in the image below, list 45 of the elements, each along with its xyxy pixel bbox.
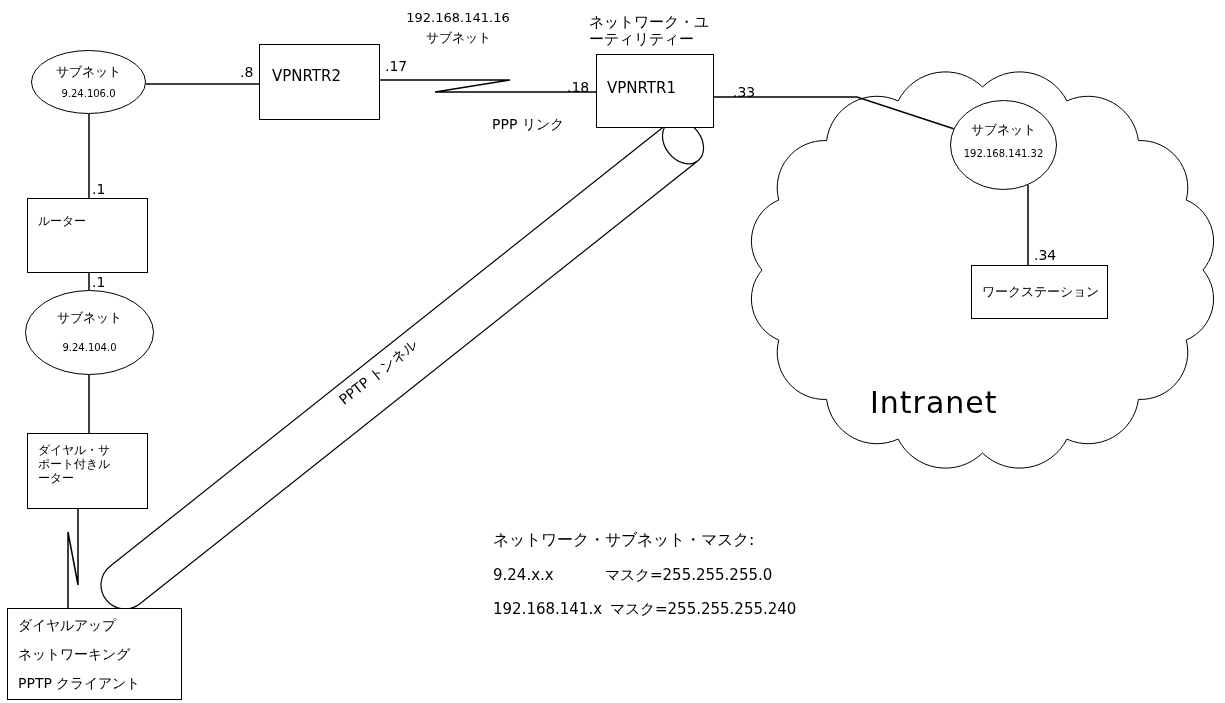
port-label: .17 bbox=[385, 58, 408, 75]
node-label: PPTP クライアント bbox=[18, 675, 141, 692]
node-label: サブネット bbox=[56, 310, 123, 326]
subnet-ellipse bbox=[950, 100, 1057, 190]
note-text: マスク=255.255.255.0 bbox=[605, 566, 773, 584]
connection-line bbox=[67, 508, 79, 609]
note-text: マスク=255.255.255.240 bbox=[610, 600, 797, 618]
connection-line bbox=[88, 272, 90, 291]
note-text: 192.168.141.x bbox=[493, 600, 603, 618]
workstation-box bbox=[971, 265, 1108, 319]
port-label: .1 bbox=[92, 181, 106, 198]
note-text: ネットワーク・サブネット・マスク: bbox=[493, 530, 755, 550]
port-label: .34 bbox=[1034, 247, 1057, 264]
connection-line bbox=[145, 83, 260, 85]
node-label: VPNRTR1 bbox=[607, 79, 676, 97]
subnet-ellipse bbox=[31, 50, 146, 114]
node-caption: ネットワーク・ユーティリティー bbox=[589, 14, 710, 47]
client-box bbox=[7, 608, 182, 700]
subnet-label: 192.168.141.16 サブネット bbox=[405, 9, 511, 47]
cloud-label: Intranet bbox=[870, 385, 998, 421]
connection-line bbox=[88, 113, 90, 199]
subnet-ellipse bbox=[25, 290, 154, 375]
node-label: 192.168.141.32 bbox=[962, 148, 1045, 160]
port-label: .8 bbox=[240, 64, 254, 81]
node-label: 9.24.104.0 bbox=[61, 342, 118, 354]
connection-line bbox=[713, 96, 955, 130]
note-text: 9.24.x.x bbox=[493, 566, 554, 584]
node-label: VPNRTR2 bbox=[272, 67, 341, 85]
router-box bbox=[27, 198, 148, 273]
node-label: ルーター bbox=[38, 214, 86, 229]
node-label: ネットワーキング bbox=[18, 646, 130, 663]
connection-line bbox=[1027, 184, 1029, 266]
node-label: ダイヤルアップ bbox=[18, 617, 116, 634]
node-label: 9.24.106.0 bbox=[60, 88, 117, 100]
node-label: ダイヤル・サポート付きルーター bbox=[38, 444, 111, 486]
port-label: .1 bbox=[92, 274, 106, 291]
connection-line bbox=[88, 374, 90, 434]
port-label: .18 bbox=[567, 79, 590, 96]
node-label: サブネット bbox=[55, 64, 122, 80]
node-label: サブネット bbox=[970, 122, 1037, 138]
router-box bbox=[27, 433, 148, 509]
node-label: ワークステーション bbox=[981, 284, 1100, 300]
router-box bbox=[259, 44, 380, 120]
connection-line bbox=[379, 79, 597, 93]
port-label: .33 bbox=[733, 84, 756, 101]
